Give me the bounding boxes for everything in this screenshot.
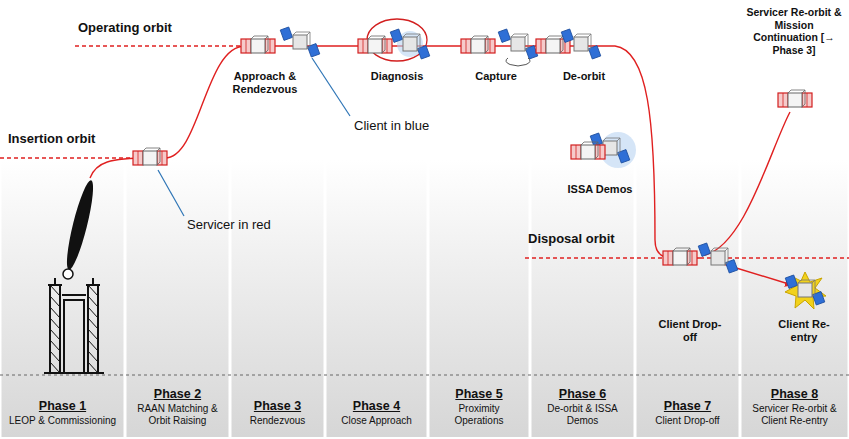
phase-band: Phase 4 Close Approach [327,160,426,437]
illustration-use [778,90,812,107]
illustration-rect [430,160,529,437]
illustration-line [50,296,60,307]
illustration-use [461,36,495,53]
illustration-line [158,170,184,216]
illustration-rect [64,300,84,373]
illustration-rect [2,160,124,437]
step-label: Servicer Re-orbit & Mission Continuation… [742,6,846,56]
illustration-path [44,278,104,373]
step-label: Approach & Rendezvous [223,70,307,96]
illustration-line [50,285,60,296]
illustration-path [75,45,245,46]
orbit-lines [0,46,849,285]
illustration-rect [50,285,60,373]
illustration-line [88,285,98,296]
illustration-line [50,307,60,318]
illustration-line [50,351,60,362]
illustration-line [88,340,98,351]
illustration-line [88,307,98,318]
illustration-rect [232,160,324,437]
phase-description: Client Drop-off [655,415,719,427]
illustration-line [88,362,98,373]
orbit-label: Disposal orbit [528,231,648,247]
phase-number: Phase 8 [771,387,818,401]
step-label: Client Re-entry [768,318,840,344]
illustration-line [88,329,98,340]
illustration-rect [127,160,229,437]
step-label: Client Drop-off [656,318,724,344]
illustration-use [280,27,320,57]
step-label: ISSA Demos [562,183,638,196]
step-label: Diagnosis [362,70,432,83]
phase-number: Phase 7 [664,399,711,413]
illustration-g [44,278,104,373]
phase-number: Phase 6 [559,387,606,401]
phase-number: Phase 1 [39,399,86,413]
phase-description: LEOP & Commissioning [9,415,116,427]
legend-note: Servicer in red [187,217,307,233]
illustration-use [785,275,825,305]
illustration-circle [63,269,73,279]
illustration-line [50,340,60,351]
illustration-line [88,296,98,307]
legend-note: Client in blue [354,118,464,134]
phase-description: Proximity Operations [433,403,525,427]
phase-band: Phase 3 Rendezvous [232,160,323,437]
illustration-use [241,36,275,53]
phase-description: Servicer Re-orbit & Client Re-entry [745,403,844,427]
illustration-line [50,318,60,329]
illustration-rect [88,285,98,373]
illustration-path [506,58,530,66]
phase-number: Phase 4 [353,399,400,413]
spacecraft [133,19,826,309]
illustration-g [50,285,98,373]
illustration-rect [742,160,848,437]
phase-band: Phase 1 LEOP & Commissioning [2,160,123,437]
illustration-line [50,329,60,340]
illustration-path [785,272,826,309]
phase-band: Phase 2 RAAN Matching & Orbit Raising [127,160,228,437]
illustration-use [571,142,605,159]
phase-description: De-orbit & ISSA Demos [535,403,630,427]
orbit-label: Insertion orbit [8,131,138,147]
phase-number: Phase 3 [254,399,301,413]
illustration-use [663,248,697,265]
phase-band: Phase 8 Servicer Re-orbit & Client Re-ent… [742,160,847,437]
illustration-line [50,362,60,373]
illustration-use [698,243,738,273]
orbit-label: Operating orbit [78,20,208,36]
step-label: De-orbit [552,70,616,83]
phase-number: Phase 2 [154,387,201,401]
leader-lines [158,58,350,216]
illustration-rect [637,160,739,437]
illustration-rect [532,160,634,437]
launcher [44,179,104,373]
phase-description: RAAN Matching & Orbit Raising [130,403,225,427]
step-label: Capture [465,70,527,83]
phase-divider [0,375,849,376]
illustration-use [358,36,392,53]
phase-number: Phase 5 [455,387,502,401]
phase-band: Phase 5 Proximity Operations [430,160,528,437]
illustration-ellipse [62,179,98,272]
illustration-use [561,29,601,59]
illustration-line [88,318,98,329]
phase-description: Rendezvous [250,415,306,427]
phase-bands [2,160,848,437]
illustration-line [312,58,350,116]
illustration-line [88,351,98,362]
illustration-use [390,29,430,59]
illustration-use [133,148,167,165]
phase-band: Phase 7 Client Drop-off [637,160,738,437]
phase-band: Phase 6 De-orbit & ISSA Demos [532,160,633,437]
illustration-path [705,112,790,255]
illustration-path [90,46,700,258]
phase-description: Close Approach [341,415,412,427]
illustration-use [498,29,538,59]
illustration-rect [327,160,427,437]
